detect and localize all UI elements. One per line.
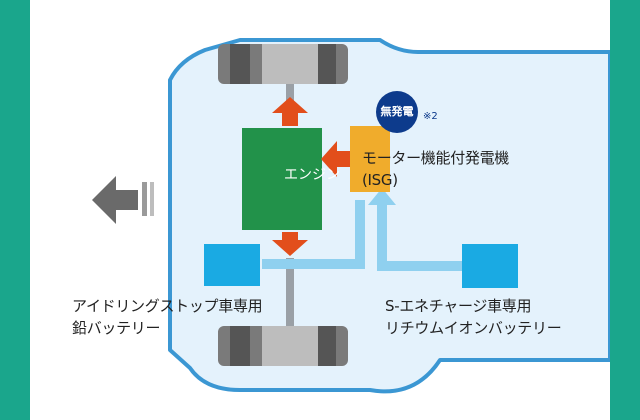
isg-label-line1: モーター機能付発電機 bbox=[362, 149, 510, 167]
diagram-panel: エンジン 無発電 ※2 モーター機能付発電機 (ISG) アイドリングストップ車… bbox=[30, 0, 610, 420]
no-generation-badge: 無発電 bbox=[380, 105, 414, 118]
lead-battery bbox=[204, 244, 260, 286]
li-battery-power-line bbox=[377, 205, 490, 271]
vehicle-diagram bbox=[92, 38, 610, 394]
li-battery-label-line2: リチウムイオンバッテリー bbox=[385, 319, 562, 337]
isg-block bbox=[350, 126, 390, 192]
isg-label-line2: (ISG) bbox=[362, 171, 398, 189]
rear-axle bbox=[286, 258, 294, 328]
no-generation-badge-circle bbox=[376, 91, 418, 133]
rear-wheel bbox=[218, 326, 348, 366]
engine-to-rear-axle-arrow bbox=[272, 232, 308, 256]
lead-battery-label: アイドリングストップ車専用 鉛バッテリー bbox=[72, 295, 263, 339]
lead-battery-label-line1: アイドリングストップ車専用 bbox=[72, 297, 263, 315]
engine-label: エンジン bbox=[284, 167, 340, 183]
car-body bbox=[168, 38, 610, 394]
lead-battery-label-line2: 鉛バッテリー bbox=[72, 319, 161, 337]
direction-arrow bbox=[92, 176, 154, 224]
li-battery-label: S-エネチャージ車専用 リチウムイオンバッテリー bbox=[385, 295, 562, 339]
front-wheel bbox=[218, 44, 348, 84]
engine-to-front-axle-arrow bbox=[272, 97, 308, 126]
isg-to-engine-arrow bbox=[321, 141, 350, 177]
li-battery bbox=[462, 244, 518, 288]
lead-battery-power-line bbox=[262, 200, 365, 269]
footnote-marker: ※2 bbox=[423, 111, 438, 122]
li-battery-label-line1: S-エネチャージ車専用 bbox=[385, 297, 532, 315]
isg-label: モーター機能付発電機 (ISG) bbox=[362, 147, 509, 191]
engine-block bbox=[242, 128, 322, 230]
li-battery-flow-arrow bbox=[368, 188, 396, 205]
